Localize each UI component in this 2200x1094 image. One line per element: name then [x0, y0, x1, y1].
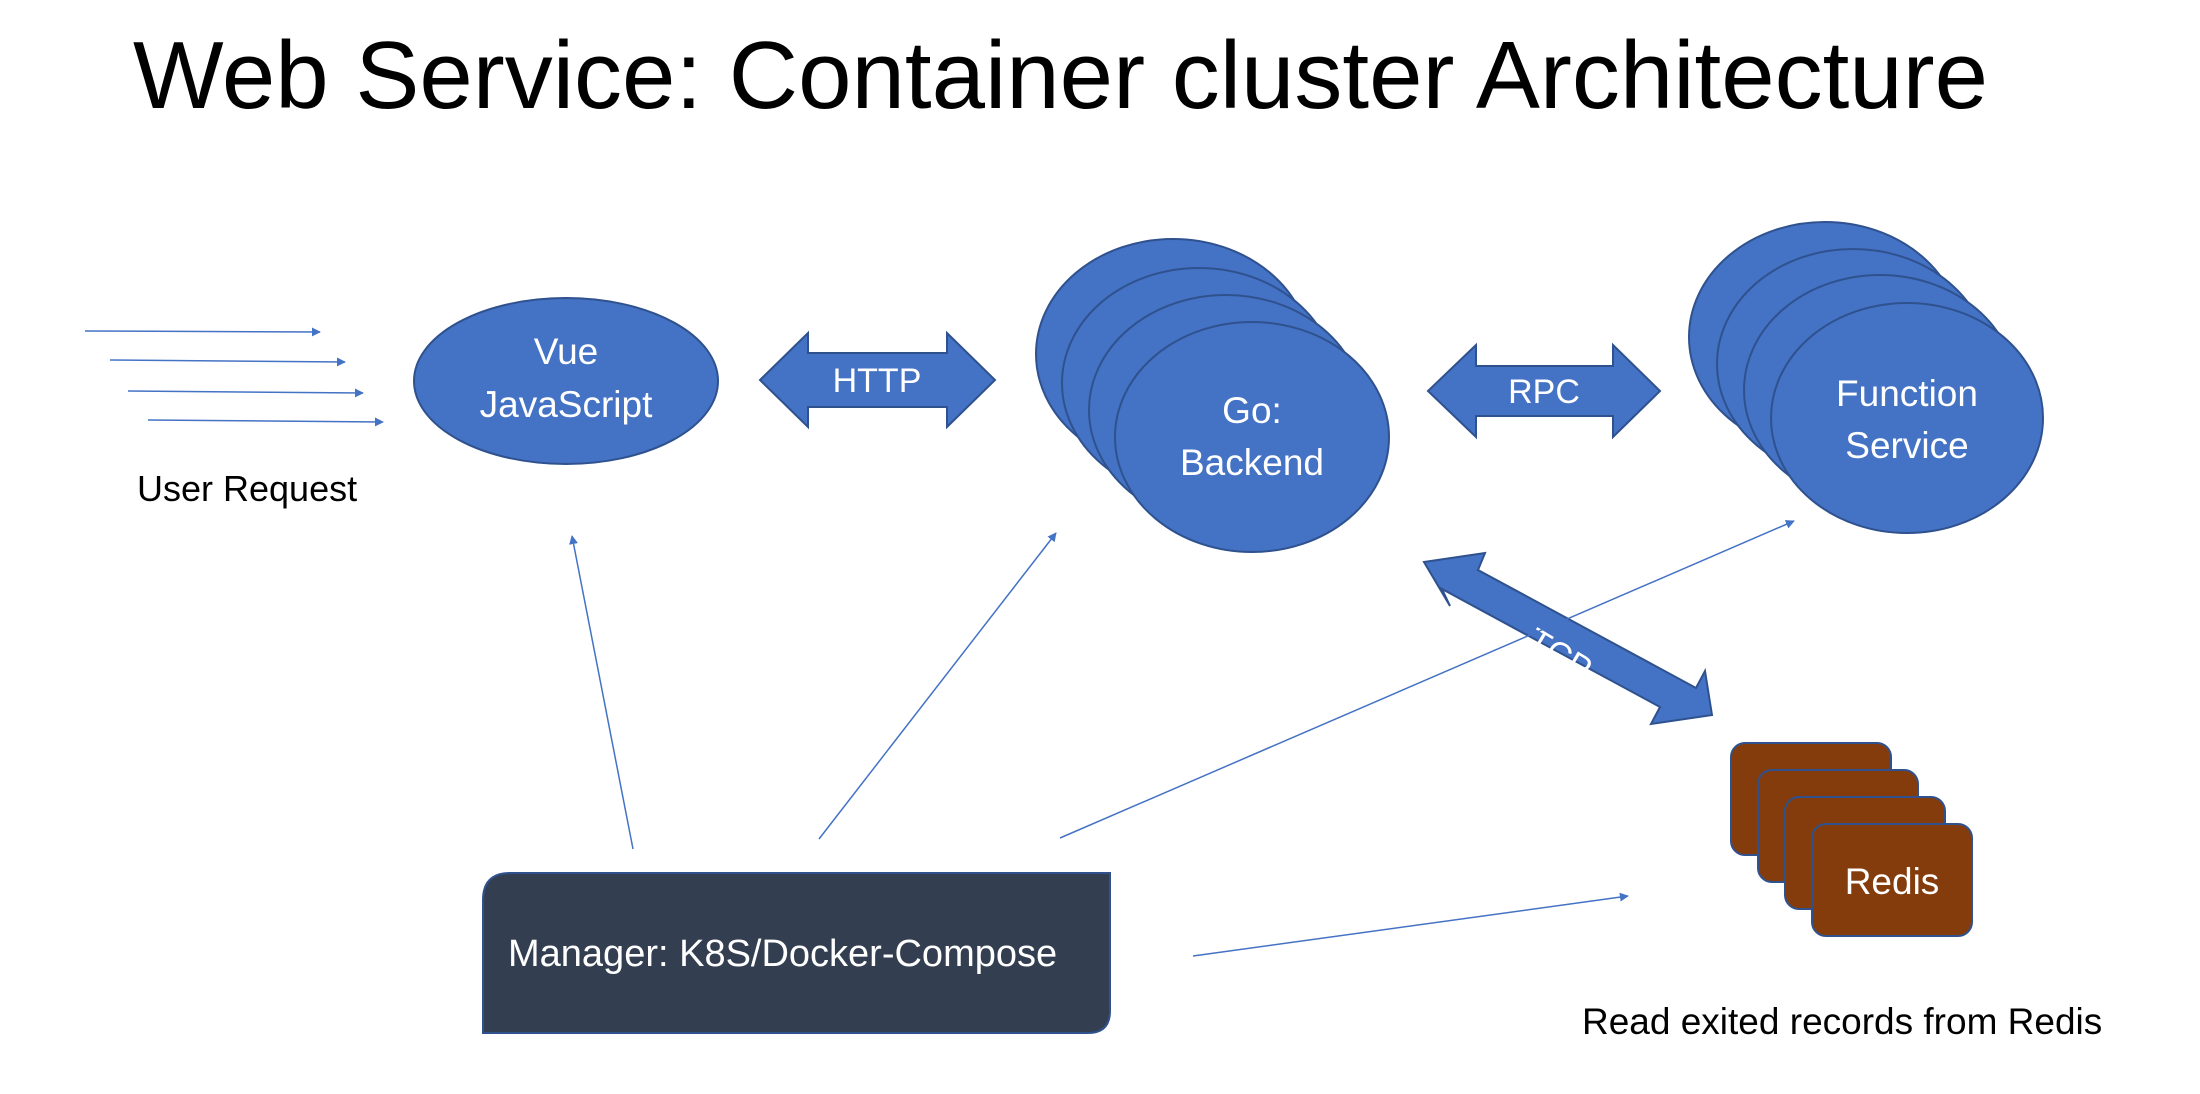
manager-to-function-service-arrow — [1059, 520, 1795, 839]
redis-replica — [1811, 823, 1973, 937]
backend-replica — [1114, 321, 1390, 553]
manager-box — [482, 872, 1111, 1034]
manager-to-backend-arrow — [818, 532, 1057, 840]
redis-node — [1730, 742, 1973, 937]
function-service-node — [1688, 221, 2044, 534]
backend-label-line1: Go: — [1222, 390, 1282, 431]
http-double-arrow — [758, 330, 997, 430]
backend-label-line2: Backend — [1180, 442, 1324, 483]
frontend-label-line1: Vue — [534, 331, 598, 372]
rpc-connector: RPC — [1426, 342, 1662, 440]
function-service-replica — [1770, 302, 2044, 534]
frontend-node: Vue JavaScript — [413, 297, 719, 465]
backend-node — [1035, 238, 1390, 553]
function-service-label-line2: Service — [1845, 425, 1968, 466]
frontend-label-line2: JavaScript — [480, 384, 653, 425]
http-connector: HTTP — [758, 330, 997, 430]
user-request-arrows — [84, 327, 384, 427]
rpc-label: RPC — [1508, 373, 1580, 411]
tcp-double-arrow — [1422, 551, 1714, 726]
user-request-arrow — [147, 417, 384, 427]
rpc-double-arrow — [1426, 342, 1662, 440]
function-service-label-line1: Function — [1836, 373, 1978, 414]
redis-note-caption: Read exited records from Redis — [1582, 1001, 2102, 1042]
manager-to-frontend-arrow — [569, 535, 634, 850]
tcp-connector: TCP — [1422, 551, 1714, 726]
http-label: HTTP — [833, 362, 922, 400]
manager-links — [569, 520, 1795, 957]
user-request-arrow — [109, 357, 346, 367]
page-title: Web Service: Container cluster Architect… — [133, 22, 1988, 129]
manager-label: Manager: K8S/Docker-Compose — [508, 933, 1057, 975]
manager-node: Manager: K8S/Docker-Compose — [482, 872, 1111, 1034]
redis-label: Redis — [1845, 861, 1940, 902]
user-request-caption: User Request — [137, 468, 357, 509]
user-request-arrow — [127, 388, 364, 398]
frontend-ellipse — [413, 297, 719, 465]
user-request-arrow — [84, 327, 321, 337]
manager-to-redis-arrow — [1192, 892, 1629, 957]
